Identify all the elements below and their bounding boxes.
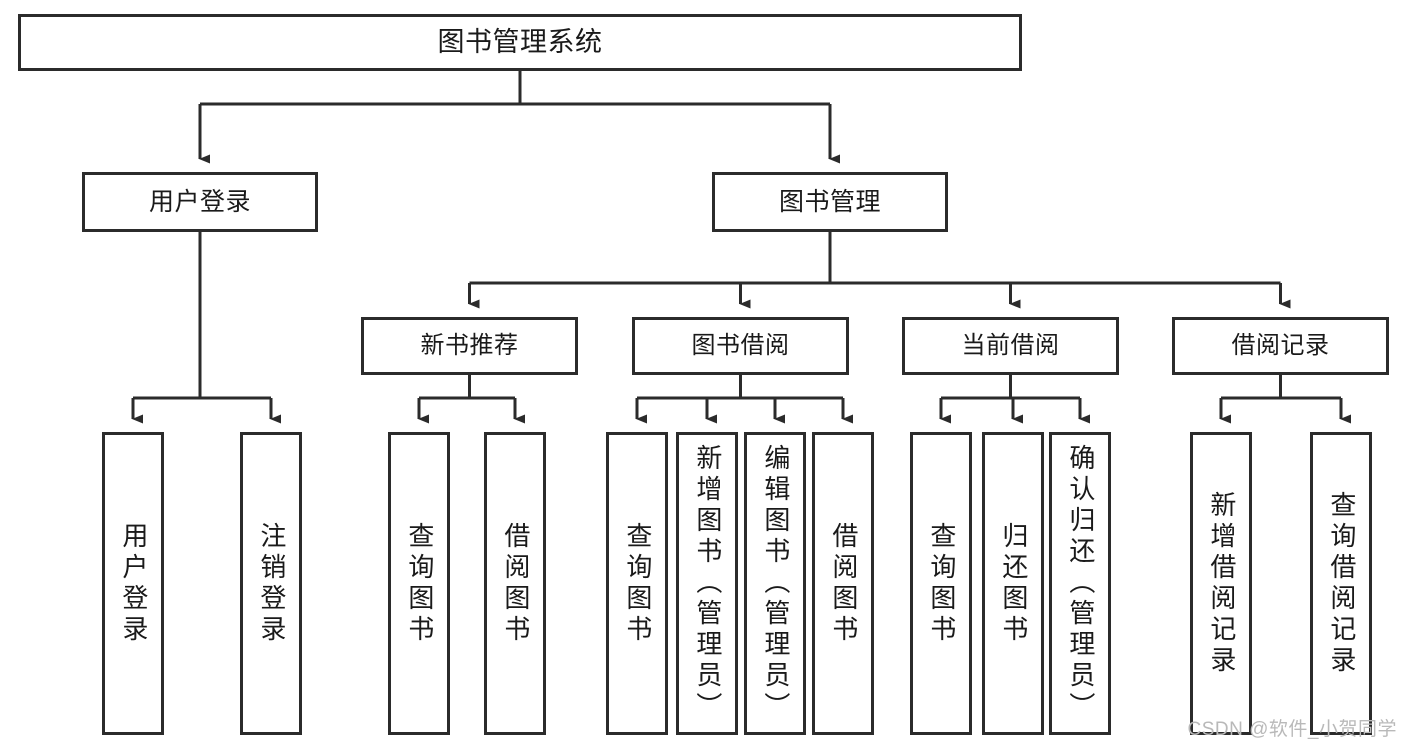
- node-label-leaf-query-record: 查询借阅记录: [1326, 490, 1357, 677]
- csdn-watermark: CSDN @软件_小贺同学: [1187, 719, 1397, 740]
- node-label-book-manage: 图书管理: [778, 188, 881, 216]
- node-leaf-add-book[interactable]: 新增图书（管理员）: [676, 432, 738, 735]
- node-label-leaf-return-book: 归还图书: [998, 521, 1029, 646]
- node-label-leaf-add-record: 新增借阅记录: [1206, 490, 1237, 677]
- node-label-leaf-borrow-book-2: 借阅图书: [828, 521, 859, 646]
- node-book-manage[interactable]: 图书管理: [712, 172, 948, 232]
- node-label-leaf-borrow-book-1: 借阅图书: [500, 521, 531, 646]
- node-current-borrow[interactable]: 当前借阅: [902, 317, 1119, 375]
- node-label-leaf-add-book: 新增图书（管理员）: [692, 444, 723, 723]
- node-label-leaf-confirm-return: 确认归还（管理员）: [1065, 444, 1096, 723]
- node-leaf-add-record[interactable]: 新增借阅记录: [1190, 432, 1252, 735]
- node-user-login[interactable]: 用户登录: [82, 172, 318, 232]
- node-label-leaf-query-book-2: 查询图书: [622, 521, 653, 646]
- node-label-current-borrow: 当前借阅: [961, 331, 1060, 359]
- node-root[interactable]: 图书管理系统: [18, 14, 1022, 71]
- node-book-borrow[interactable]: 图书借阅: [632, 317, 849, 375]
- node-new-book-rec[interactable]: 新书推荐: [361, 317, 578, 375]
- node-leaf-user-login[interactable]: 用户登录: [102, 432, 164, 735]
- node-leaf-borrow-book-2[interactable]: 借阅图书: [812, 432, 874, 735]
- node-leaf-edit-book[interactable]: 编辑图书（管理员）: [744, 432, 806, 735]
- node-label-leaf-user-login: 用户登录: [118, 521, 149, 646]
- node-leaf-query-book-2[interactable]: 查询图书: [606, 432, 668, 735]
- node-label-leaf-logout: 注销登录: [256, 521, 287, 646]
- node-leaf-query-record[interactable]: 查询借阅记录: [1310, 432, 1372, 735]
- node-label-leaf-query-book-1: 查询图书: [404, 521, 435, 646]
- node-leaf-query-book-3[interactable]: 查询图书: [910, 432, 972, 735]
- node-leaf-return-book[interactable]: 归还图书: [982, 432, 1044, 735]
- node-label-root: 图书管理系统: [437, 27, 603, 58]
- node-label-new-book-rec: 新书推荐: [420, 331, 519, 359]
- node-borrow-record[interactable]: 借阅记录: [1172, 317, 1389, 375]
- node-leaf-borrow-book-1[interactable]: 借阅图书: [484, 432, 546, 735]
- node-label-user-login: 用户登录: [148, 188, 251, 216]
- node-label-borrow-record: 借阅记录: [1231, 331, 1330, 359]
- node-label-leaf-edit-book: 编辑图书（管理员）: [760, 444, 791, 723]
- node-leaf-query-book-1[interactable]: 查询图书: [388, 432, 450, 735]
- node-leaf-logout[interactable]: 注销登录: [240, 432, 302, 735]
- node-label-book-borrow: 图书借阅: [691, 331, 790, 359]
- node-label-leaf-query-book-3: 查询图书: [926, 521, 957, 646]
- node-leaf-confirm-return[interactable]: 确认归还（管理员）: [1049, 432, 1111, 735]
